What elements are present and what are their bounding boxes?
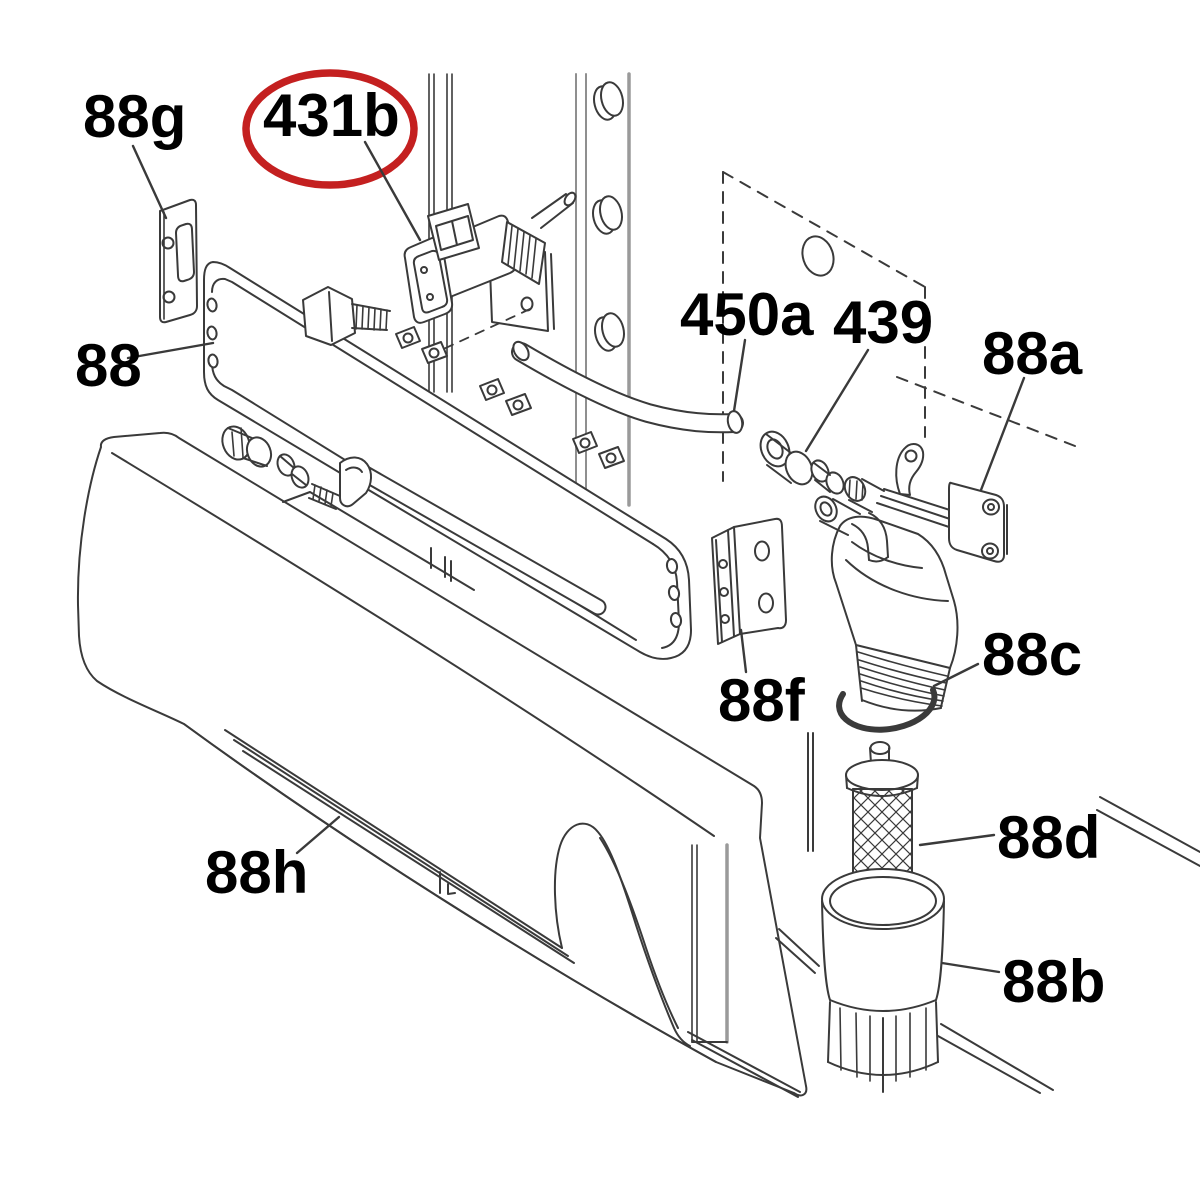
thread-screw-top <box>351 303 391 331</box>
leader-line-88d <box>918 833 996 847</box>
leader-line-88 <box>126 341 215 360</box>
leader-line-88g <box>131 144 168 220</box>
tank-fittings <box>221 286 625 510</box>
part-88b-cup <box>821 868 945 1093</box>
part-label-88d: 88d <box>997 804 1100 871</box>
leader-line-439 <box>804 348 870 453</box>
part-450a-hose <box>511 340 744 434</box>
highlight-ellipse-431b <box>242 69 418 189</box>
part-labels: 88g 431b 88 450a 439 88a 88c 88f 88d 88b 88h <box>75 82 1105 1015</box>
part-88c-oring <box>836 687 938 733</box>
bottom-rails <box>775 732 1200 1094</box>
leader-line-88f <box>739 628 748 674</box>
part-label-450a: 450a <box>680 281 814 348</box>
thread-screw-mid <box>308 456 372 510</box>
highlight-circle <box>242 69 418 189</box>
part-88g-bracket <box>159 198 198 324</box>
hex-cap <box>221 425 273 468</box>
part-label-439: 439 <box>833 289 933 356</box>
valve-barbs <box>814 476 889 563</box>
part-88a-valve <box>814 443 1008 712</box>
panel-arch-cutout <box>553 822 729 1047</box>
leader-line-450a <box>732 338 747 413</box>
leader-line-88a <box>979 376 1026 492</box>
part-439-bushings <box>759 430 845 495</box>
part-label-88h: 88h <box>205 839 308 906</box>
part-label-88f: 88f <box>718 667 806 734</box>
cup-fluted-skirt <box>827 1001 939 1093</box>
leader-line-88c <box>932 662 980 688</box>
part-label-88b: 88b <box>1002 948 1105 1015</box>
dashed-mounting-panel <box>722 171 1076 482</box>
part-88h-panel <box>76 431 808 1098</box>
part-88-tank <box>203 261 692 660</box>
part-431b-sensor <box>403 191 577 353</box>
panel-tick-marks <box>430 547 456 895</box>
leader-line-431b <box>363 140 422 242</box>
leader-line-88h <box>295 815 341 855</box>
channel-slot <box>592 81 625 352</box>
part-label-88a: 88a <box>982 320 1083 387</box>
part-label-431b: 431b <box>263 82 400 149</box>
small-cylinder <box>276 453 310 489</box>
part-label-88: 88 <box>75 332 142 399</box>
part-88f-bracket <box>711 517 787 645</box>
wall-channel <box>575 72 631 507</box>
part-label-88c: 88c <box>982 621 1082 688</box>
part-label-88g: 88g <box>83 83 186 150</box>
leader-line-88b <box>940 961 1001 974</box>
tank-clips <box>395 326 625 469</box>
